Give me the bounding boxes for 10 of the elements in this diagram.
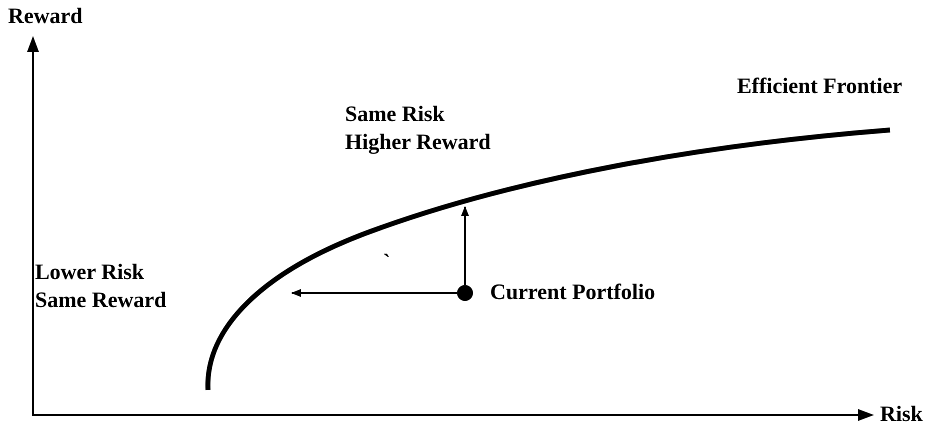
point-label: Current Portfolio [490,278,656,306]
curve-label: Efficient Frontier [737,72,902,100]
axis-title: Risk [880,400,923,427]
axis-title: Reward [8,2,83,30]
annotation-text: Lower Risk Same Reward [35,258,168,314]
annotation-text: Same Risk Higher Reward [345,100,492,156]
arrow [461,206,469,285]
arrow [291,289,457,297]
stray-mark: ` [383,248,390,276]
frontier-curve [206,128,890,390]
